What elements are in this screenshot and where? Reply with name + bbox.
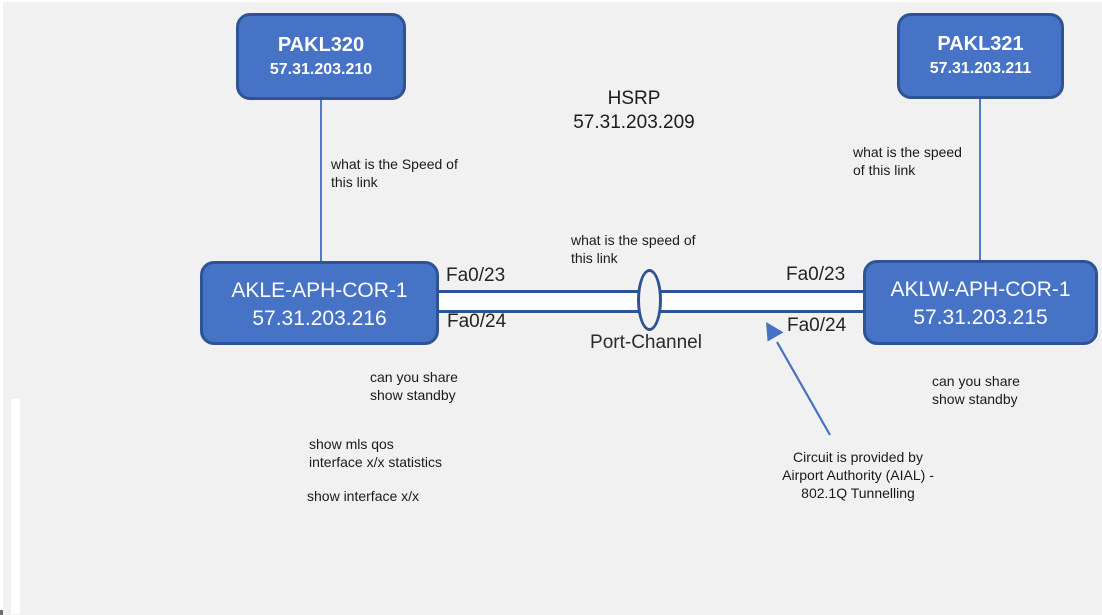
node-aklw-aph-cor-1[interactable]: AKLW-APH-COR-1 57.31.203.215 — [863, 260, 1098, 345]
node-pakl321-name: PAKL321 — [937, 33, 1024, 55]
hsrp-ip: 57.31.203.209 — [573, 112, 695, 133]
port-label-fa023-left: Fa0/23 — [446, 265, 506, 286]
scrollbar-thumb[interactable] — [11, 399, 20, 614]
annotation-show-interface: show interface x/x — [307, 488, 420, 504]
node-pakl321-ip: 57.31.203.211 — [929, 60, 1032, 77]
callout-arrow-head — [766, 322, 784, 342]
hsrp-label-block: HSRP 57.31.203.209 — [554, 87, 714, 135]
node-pakl320-name: PAKL320 — [277, 33, 365, 56]
annotation-show-mls-qos: show mls qos interface x/x statistics — [309, 436, 443, 470]
port-channel-ellipse[interactable] — [637, 269, 662, 331]
annotation-show-standby-right: can you share show standby — [932, 373, 1020, 407]
port-label-fa023-right: Fa0/23 — [786, 264, 846, 285]
corner-resize-handle — [0, 610, 3, 615]
connector-pakl321-aklw — [979, 99, 981, 260]
port-channel-label: Port-Channel — [590, 332, 702, 353]
annotation-speed-right: what is the speed of this link — [853, 144, 962, 178]
node-aklw-name: AKLW-APH-COR-1 — [890, 278, 1071, 301]
node-akle-ip: 57.31.203.216 — [252, 306, 387, 330]
node-pakl320-ip: 57.31.203.210 — [269, 60, 373, 78]
node-pakl321[interactable]: PAKL321 57.31.203.211 — [897, 13, 1064, 99]
node-aklw-ip: 57.31.203.215 — [913, 306, 1048, 329]
port-label-fa024-right: Fa0/24 — [787, 315, 847, 336]
annotation-show-standby-left: can you share show standby — [370, 369, 458, 403]
diagram-canvas: PAKL320 57.31.203.210 PAKL321 57.31.203.… — [3, 2, 1102, 615]
callout-arrow — [766, 322, 831, 436]
annotation-speed-middle: what is the speed of this link — [571, 232, 696, 266]
connector-pakl320-akle — [320, 100, 322, 261]
node-akle-name: AKLE-APH-COR-1 — [231, 278, 408, 302]
callout-arrow-line — [776, 341, 831, 436]
node-pakl320[interactable]: PAKL320 57.31.203.210 — [236, 13, 406, 100]
hsrp-title: HSRP — [607, 88, 661, 109]
node-akle-aph-cor-1[interactable]: AKLE-APH-COR-1 57.31.203.216 — [200, 261, 439, 345]
port-label-fa024-left: Fa0/24 — [447, 311, 507, 332]
annotation-speed-left: what is the Speed of this link — [331, 156, 458, 190]
annotation-circuit-provider: Circuit is provided by Airport Authority… — [782, 449, 934, 501]
